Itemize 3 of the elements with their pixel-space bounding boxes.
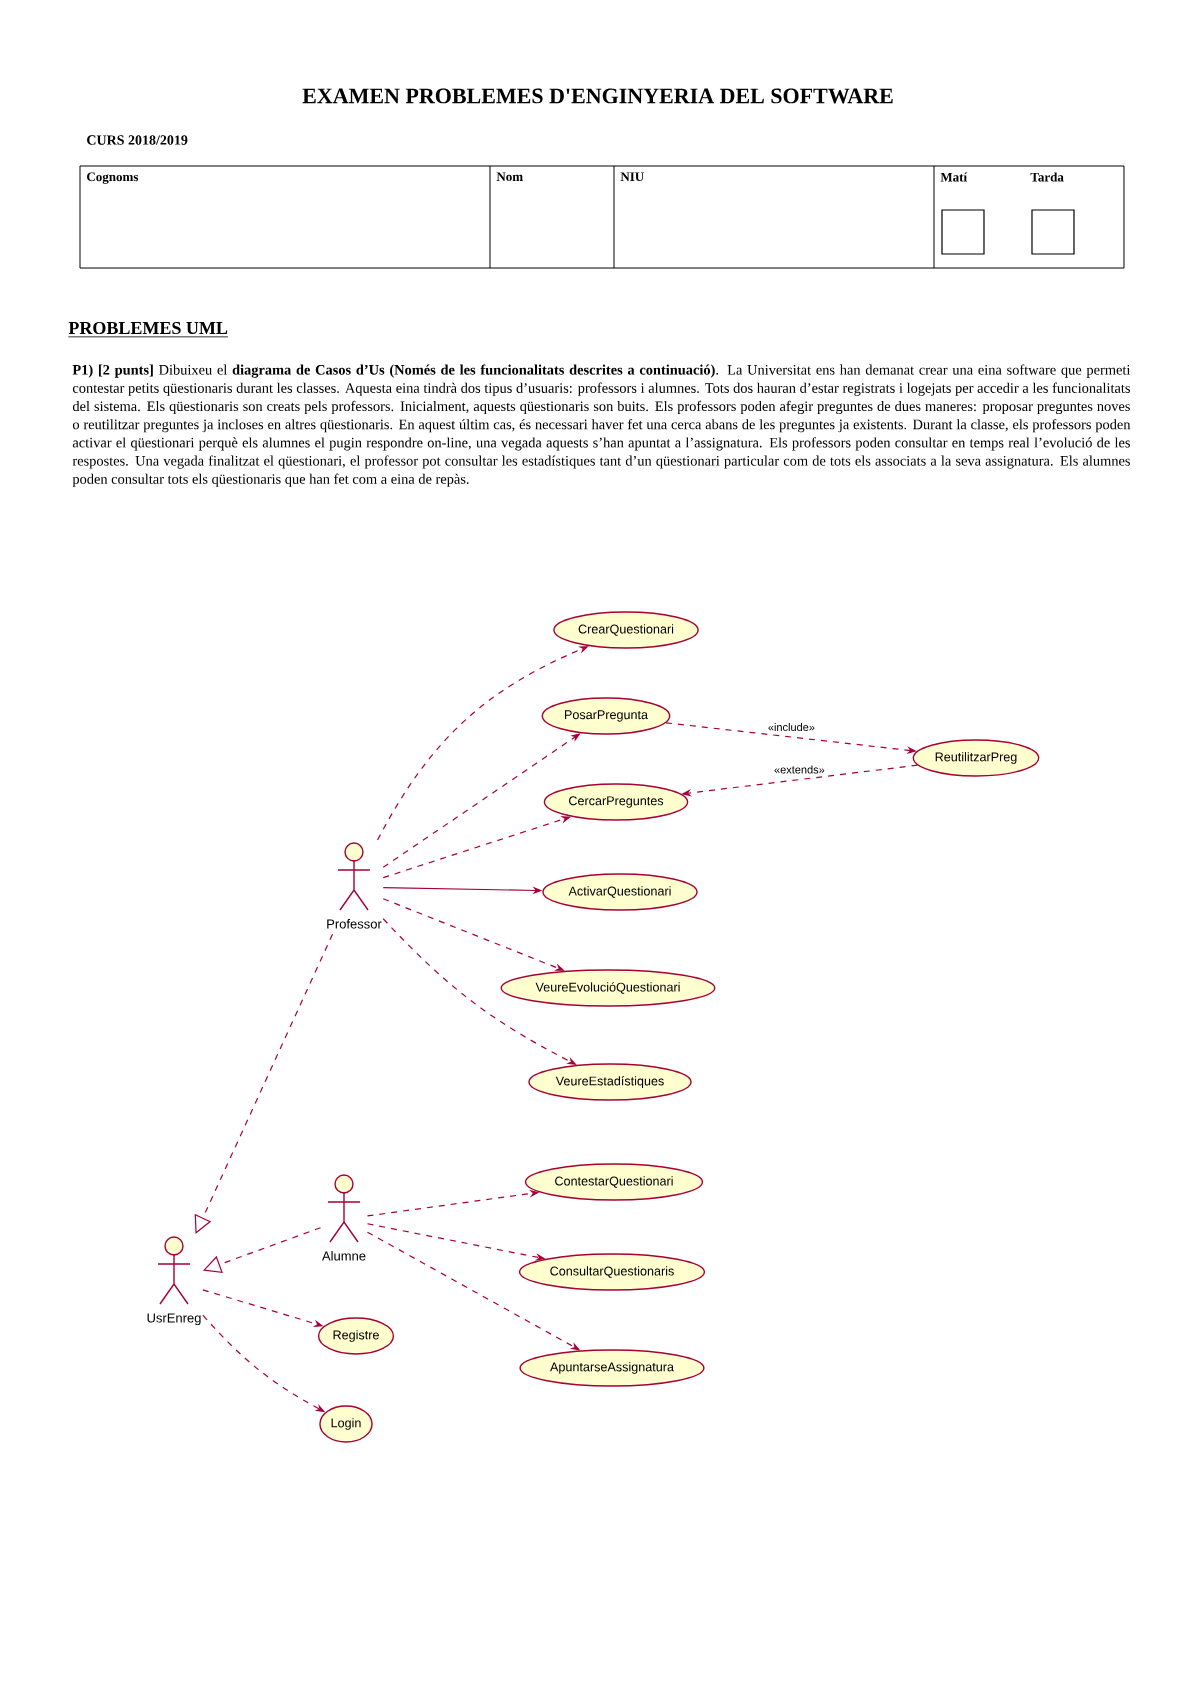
title: EXAMEN PROBLEMES D'ENGINYERIA DEL SOFTWARE — [302, 88, 893, 104]
arrow — [194, 933, 334, 1234]
section-heading: PROBLEMES UML — [68, 321, 229, 338]
